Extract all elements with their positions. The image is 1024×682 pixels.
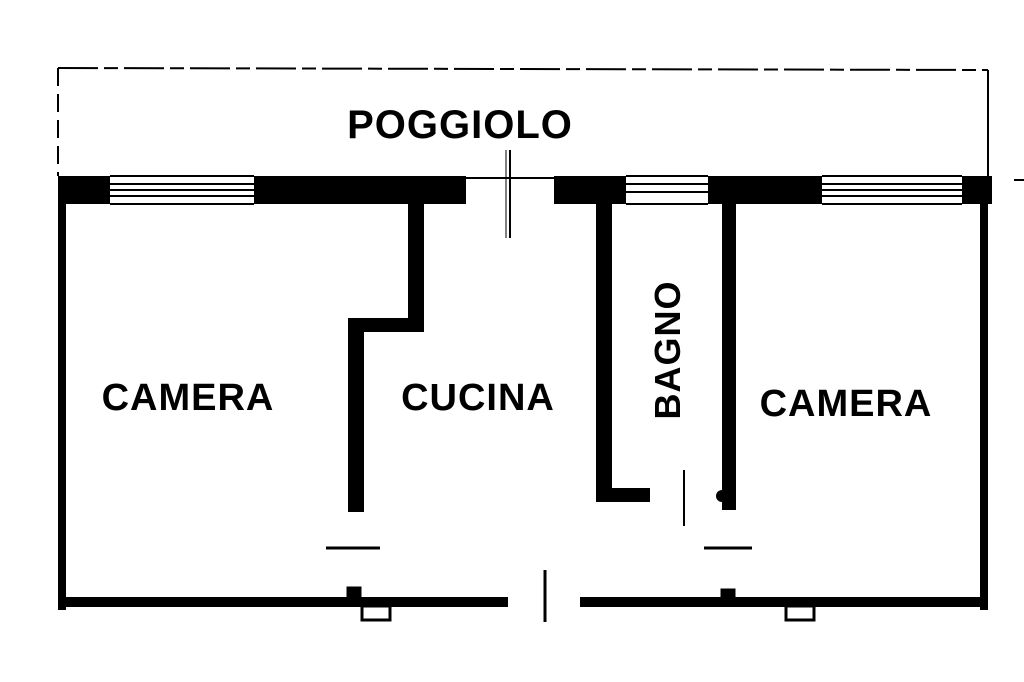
wall-kitchen-bathroom [596,200,650,502]
wall-segment [58,597,508,607]
bottom-details [346,586,816,622]
bedroom-right-label: CAMERA [760,383,933,425]
wall-segment [554,176,626,204]
bathroom-label: BAGNO [647,281,688,420]
bottom-exterior-wall [58,597,988,607]
left-exterior-wall [58,176,66,610]
window-left-bedroom [110,175,254,205]
right-exterior-wall [980,176,988,610]
windows [110,175,962,205]
window-bathroom [626,175,708,205]
kitchen-label: CUCINA [401,377,555,419]
wall-segment [254,176,466,204]
balcony-outline [57,67,989,176]
wall-segment [708,176,822,204]
wall-bathroom-bedroom [716,200,736,510]
wall-bedroom-kitchen [348,200,424,512]
window-right-bedroom [822,175,962,205]
wall-segment [580,597,988,607]
bedroom-left-label: CAMERA [102,377,275,419]
side-walls [58,176,988,610]
balcony-top-edge [57,67,989,71]
wall-segment [58,176,110,204]
balcony-door [466,150,554,238]
balcony-label: POGGIOLO [347,103,573,147]
